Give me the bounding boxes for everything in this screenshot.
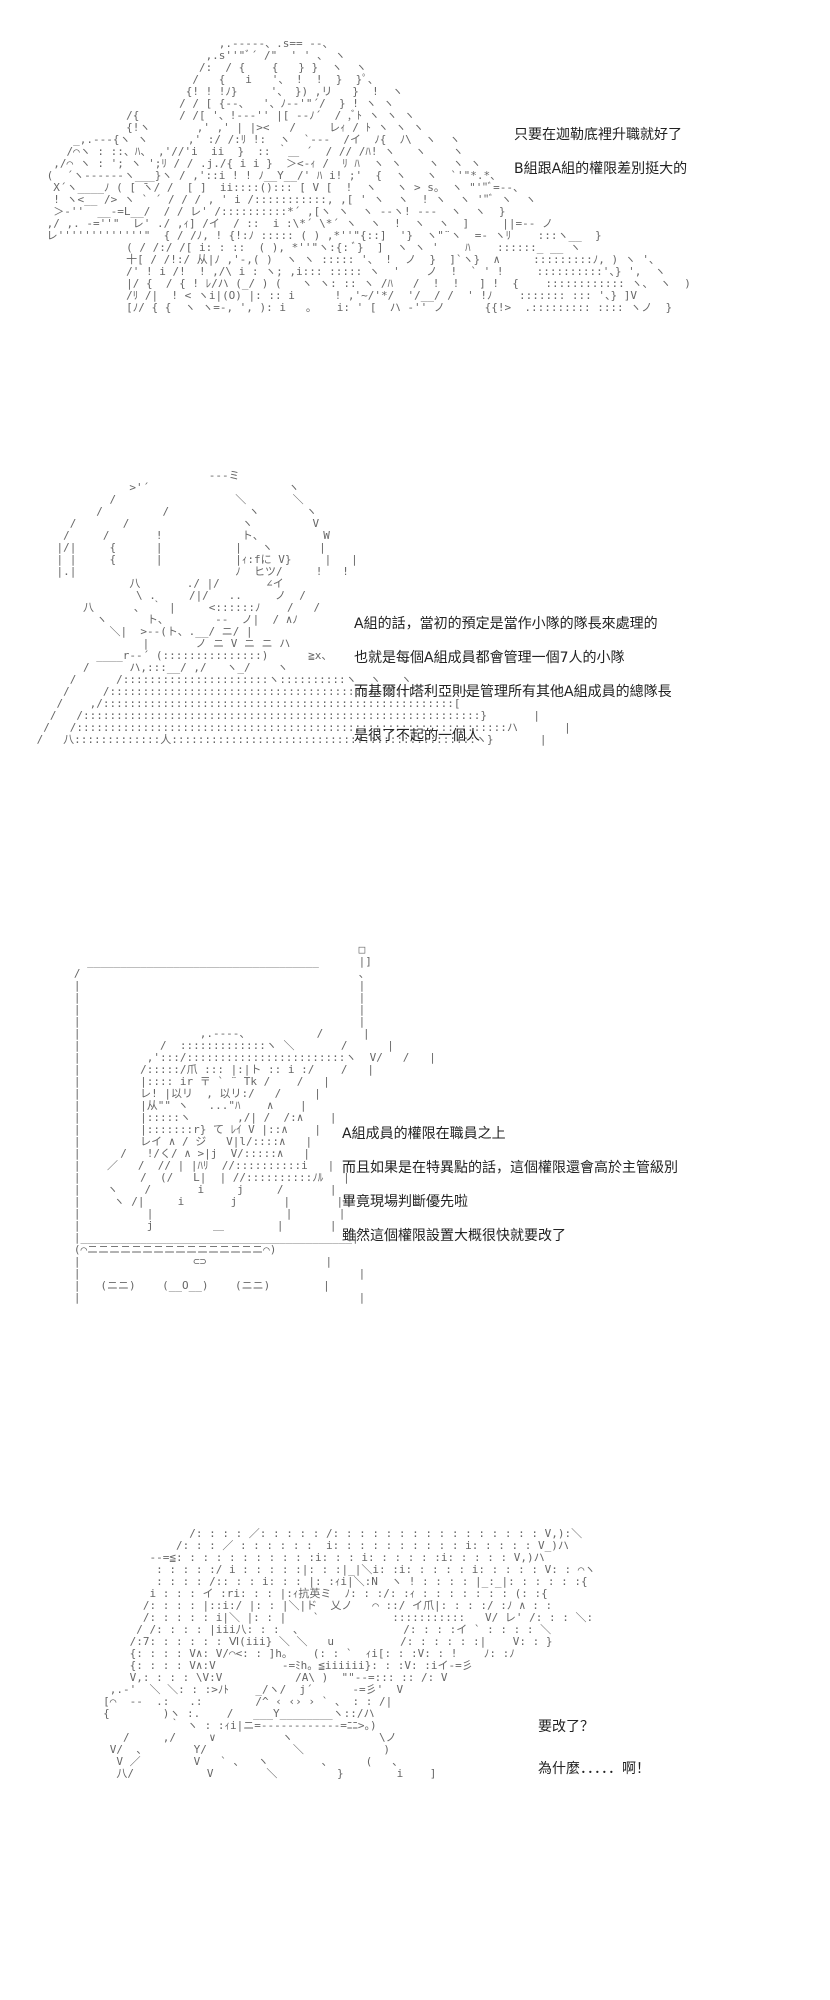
- dialogue-line: 要改了？: [538, 1719, 594, 1735]
- ascii-art-figure-short-hair: ‐‐-ミ >'´ ヽ / ＼ ＼ / / ヽ ヽ / / ヽ V / / !: [36, 469, 571, 746]
- dialogue-line: 雖然這個權限設置大概很快就要改了: [342, 1228, 566, 1244]
- ascii-art-figure-surprised: /: : : : ／: : : : : /: : : : : : : : : :…: [103, 1527, 596, 1780]
- ascii-art-smartphone-screen: □ ___________________________________ |]…: [73, 943, 436, 1304]
- dialogue-line: A組的話，當初的預定是當作小隊的隊長來處理的: [354, 616, 658, 632]
- dialogue-line: 而且如果是在特異點的話，這個權限還會高於主管級別: [342, 1160, 678, 1176]
- dialogue-line: 畢竟現場判斷優先啦: [342, 1194, 468, 1210]
- dialogue-line: 而基爾什塔利亞則是管理所有其他A組成員的總隊長: [354, 684, 672, 700]
- dialogue-line: 是很了不起的一個人: [354, 728, 480, 744]
- panel-4: /: : : : ／: : : : : /: : : : : : : : : :…: [0, 1520, 830, 2000]
- dialogue-line: 為什麼．．．．．啊！: [538, 1761, 650, 1777]
- panel-1: ,.--‐‐-、.s== --、 ,.s''"ﾞ´ /" ' ' 、 ヽ /: …: [0, 0, 830, 420]
- ascii-art-figure-long-hair: ,.--‐‐-、.s== --、 ,.s''"ﾞ´ /" ' ' 、 ヽ /: …: [46, 37, 691, 314]
- panel-3: □ ___________________________________ |]…: [0, 938, 830, 1468]
- dialogue-line: 也就是每個A組成員都會管理一個7人的小隊: [354, 650, 625, 666]
- panel-2: ‐‐-ミ >'´ ヽ / ＼ ＼ / / ヽ ヽ / / ヽ V / / !: [0, 460, 830, 880]
- dialogue-line: B組跟A組的權限差別挺大的: [514, 161, 688, 177]
- dialogue-line: 只要在迦勒底裡升職就好了: [514, 127, 682, 143]
- dialogue-line: A組成員的權限在職員之上: [342, 1126, 506, 1142]
